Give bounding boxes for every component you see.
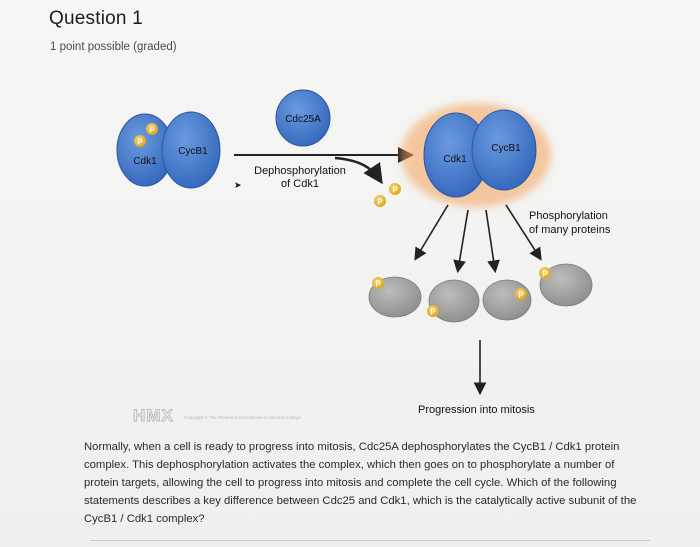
cdk1-active-label: Cdk1 xyxy=(443,154,467,165)
target-phosphate-3 xyxy=(515,288,527,300)
phosphate-label: P xyxy=(392,186,398,195)
phos-arrow-1 xyxy=(414,204,449,261)
question-text: Normally, when a cell is ready to progre… xyxy=(84,441,637,525)
phosphate-inactive-2 xyxy=(134,135,146,147)
phosphate-label: P xyxy=(149,126,155,135)
progression-label: Progression into mitosis xyxy=(418,404,535,416)
cursor-icon: ➤ xyxy=(234,180,242,190)
phosphate-label: P xyxy=(542,270,548,279)
inactive-complex: Cdk1 CycB1 P P xyxy=(116,111,221,189)
target-phosphate-1 xyxy=(372,277,384,289)
phos-arrow-3 xyxy=(485,209,500,274)
phos-arrow-4 xyxy=(505,204,542,261)
phosphate-label: P xyxy=(518,291,524,300)
cycb1-inactive-label: CycB1 xyxy=(178,146,208,157)
phosphate-label: P xyxy=(430,308,436,317)
points-label: 1 point possible (graded) xyxy=(50,41,177,53)
cycb1-inactive-shape xyxy=(161,111,221,189)
phos-arrow-2 xyxy=(453,209,469,274)
phosphate-inactive-1 xyxy=(146,123,158,135)
active-complex: Cdk1 CycB1 xyxy=(401,103,551,207)
phosphate-label: P xyxy=(377,198,383,207)
cdk1-inactive-label: Cdk1 xyxy=(133,156,157,167)
released-phosphate-2 xyxy=(374,195,386,207)
phosphate-label: P xyxy=(375,280,381,289)
target-proteins: P P P P xyxy=(368,263,593,323)
copyright-text: Copyright © The President and Fellows of… xyxy=(184,414,302,420)
dephos-label-line2: of Cdk1 xyxy=(281,178,319,190)
dephos-label-line1: Dephosphorylation xyxy=(254,165,346,177)
cdc25a-curved-arrow xyxy=(334,156,383,185)
target-protein-3 xyxy=(482,279,532,321)
cdc25a: Cdc25A xyxy=(275,89,331,147)
question-title: Question 1 xyxy=(49,8,143,29)
target-phosphate-4 xyxy=(539,267,551,279)
cdc25a-shape xyxy=(275,89,331,147)
phosphate-label: P xyxy=(137,138,143,147)
cell-cycle-figure: Cdk1 CycB1 P P Cdc25A Dephosphorylation … xyxy=(116,89,611,425)
target-phosphate-2 xyxy=(427,305,439,317)
cdc25a-label: Cdc25A xyxy=(285,114,321,125)
cycb1-active-shape xyxy=(471,109,537,191)
phos-label-line1: Phosphorylation xyxy=(529,210,608,222)
target-protein-4 xyxy=(539,263,593,307)
answer-divider xyxy=(90,540,650,541)
released-phosphate-1 xyxy=(389,183,401,195)
cycb1-active-label: CycB1 xyxy=(491,143,521,154)
target-protein-2 xyxy=(428,279,480,323)
hmx-logo: HMX xyxy=(133,406,174,425)
phos-label-line2: of many proteins xyxy=(529,224,611,236)
